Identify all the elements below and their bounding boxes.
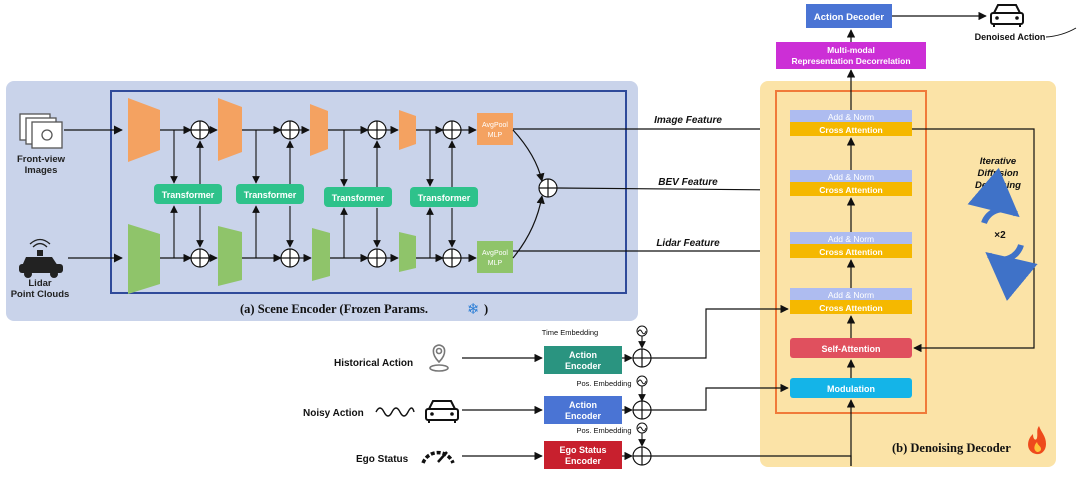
lidar-label-1: Lidar <box>28 278 52 289</box>
transformer-label-4: Transformer <box>418 193 471 203</box>
add-norm-1 <box>790 110 912 122</box>
mmrd-label-2: Representation Decorrelation <box>791 56 910 66</box>
image-stage-3 <box>310 104 328 156</box>
cross-attention-label-4: Cross Attention <box>819 303 882 313</box>
location-pin-icon <box>429 344 449 372</box>
add-norm-2 <box>790 170 912 182</box>
action-decoder-block <box>806 4 892 28</box>
ego-encoder-label-2: Encoder <box>565 456 602 466</box>
front-view-images-icon <box>19 113 63 149</box>
historical-encoder-label-2: Encoder <box>565 361 602 371</box>
modulation-label: Modulation <box>827 384 875 394</box>
ego-encoder-label-1: Ego Status <box>559 445 606 455</box>
noise-wave-icon <box>375 407 415 417</box>
transformer-block-2 <box>236 184 304 204</box>
scene-encoder-title: (a) Scene Encoder (Frozen Params. <box>240 302 428 316</box>
noisy-action-label: Noisy Action <box>303 408 364 419</box>
front-view-label-2: Images <box>25 165 58 176</box>
add-norm-label-1: Add & Norm <box>828 112 874 122</box>
transformer-block-4 <box>410 187 478 207</box>
ego-status-label: Ego Status <box>356 454 409 465</box>
cross-attention-3 <box>790 244 912 258</box>
historical-encoder-label-1: Action <box>569 350 597 360</box>
time-embedding-label: Time Embedding <box>542 328 598 337</box>
mmrd-block <box>776 42 926 69</box>
image-avgpool-label-1: AvgPool <box>482 122 508 129</box>
pos-embedding-label-2: Pos. Embedding <box>576 426 631 435</box>
lidar-car-icon <box>19 238 63 278</box>
scene-encoder-title-close: ) <box>484 302 488 316</box>
repeat-count-label: ×2 <box>994 230 1006 241</box>
image-stage-2 <box>218 98 242 161</box>
speedometer-icon <box>421 450 455 464</box>
add-norm-3 <box>790 232 912 244</box>
cycle-arrows-icon <box>967 167 1038 302</box>
transformer-label-2: Transformer <box>244 190 297 200</box>
lidar-label-2: Point Clouds <box>11 289 70 300</box>
lidar-avgpool-label-1: AvgPool <box>482 250 508 257</box>
cross-attention-label-2: Cross Attention <box>819 185 882 195</box>
transformer-block-1 <box>154 184 222 204</box>
add-norm-label-3: Add & Norm <box>828 234 874 244</box>
lidar-stage-4 <box>399 232 416 272</box>
front-view-label-1: Front-view <box>17 154 66 165</box>
iterative-label-2: Diffusion <box>978 168 1019 179</box>
add-norm-4 <box>790 288 912 300</box>
denoised-action-car-icon <box>990 4 1024 27</box>
modulation-block <box>790 378 912 398</box>
add-norm-label-4: Add & Norm <box>828 290 874 300</box>
lidar-stage-2 <box>218 226 242 286</box>
ego-status-encoder <box>544 441 622 469</box>
image-stage-4 <box>399 110 416 150</box>
image-avgpool-mlp <box>477 113 513 145</box>
denoising-decoder-panel <box>760 81 1056 467</box>
noisy-encoder-label-2: Encoder <box>565 411 602 421</box>
image-feature-label: Image Feature <box>654 115 722 126</box>
historical-action-label: Historical Action <box>334 358 413 369</box>
cross-attention-4 <box>790 300 912 314</box>
transformer-block-3 <box>324 187 392 207</box>
snowflake-icon: ❄ <box>467 301 480 318</box>
noisy-action-car-icon <box>425 400 459 423</box>
iterative-label-3: Denoising <box>975 180 1021 191</box>
image-stage-1 <box>128 98 160 162</box>
iterative-label-1: Iterative <box>980 156 1017 167</box>
add-norm-label-2: Add & Norm <box>828 172 874 182</box>
cross-attention-label-3: Cross Attention <box>819 247 882 257</box>
self-attention-block <box>790 338 912 358</box>
noisy-action-encoder <box>544 396 622 424</box>
lidar-stage-1 <box>128 224 160 294</box>
bev-feature-label: BEV Feature <box>658 177 718 188</box>
cross-attention-label-1: Cross Attention <box>819 125 882 135</box>
lidar-avgpool-label-2: MLP <box>488 260 503 267</box>
scene-encoder-box <box>110 90 627 294</box>
pos-embedding-label-1: Pos. Embedding <box>576 379 631 388</box>
transformer-label-3: Transformer <box>332 193 385 203</box>
historical-action-encoder <box>544 346 622 374</box>
transformer-label-1: Transformer <box>162 190 215 200</box>
denoised-action-label: Denoised Action <box>975 32 1046 42</box>
denoising-decoder-title: (b) Denoising Decoder <box>892 441 1011 455</box>
cross-attention-1 <box>790 122 912 136</box>
lidar-stage-3 <box>312 228 330 281</box>
cross-attention-2 <box>790 182 912 196</box>
lidar-feature-label: Lidar Feature <box>656 238 720 249</box>
lidar-avgpool-mlp <box>477 241 513 273</box>
mmrd-label-1: Multi-modal <box>827 45 875 55</box>
noisy-encoder-label-1: Action <box>569 400 597 410</box>
image-avgpool-label-2: MLP <box>488 132 503 139</box>
fire-icon <box>1028 426 1046 455</box>
self-attention-label: Self-Attention <box>822 344 881 354</box>
action-decoder-label: Action Decoder <box>814 12 885 23</box>
